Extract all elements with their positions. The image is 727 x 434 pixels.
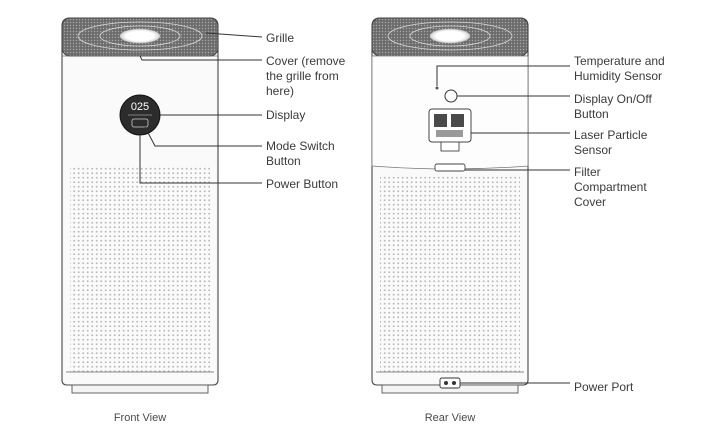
label-display-toggle-line2: Button — [574, 107, 609, 121]
label-display: Display — [266, 108, 305, 122]
rear-air-intake-dots — [380, 175, 520, 375]
front-view: 025 Grille Cover (remove the grille from… — [61, 17, 346, 424]
temp-humidity-sensor — [435, 86, 439, 90]
label-cover-line2: the grille from — [266, 69, 339, 83]
label-filter-cover-line2: Compartment — [574, 180, 647, 194]
rear-view: Temperature and Humidity Sensor Display … — [371, 17, 665, 424]
label-power-port: Power Port — [574, 380, 634, 394]
label-display-toggle-line1: Display On/Off — [574, 92, 652, 106]
label-mode-switch-line2: Button — [266, 154, 301, 168]
mode-switch-indicator — [131, 118, 149, 128]
caption-front-view: Front View — [114, 412, 166, 424]
power-port — [439, 377, 461, 389]
front-air-intake-dots — [70, 165, 210, 375]
rear-grille — [371, 17, 529, 57]
label-laser-sensor-line1: Laser Particle — [574, 128, 648, 142]
label-mode-switch-line1: Mode Switch — [266, 139, 335, 153]
label-filter-cover-line3: Cover — [574, 195, 606, 209]
label-cover-line1: Cover (remove — [266, 54, 346, 68]
front-grille — [61, 17, 219, 57]
label-laser-sensor-line2: Sensor — [574, 143, 612, 157]
front-display: 025 — [119, 94, 161, 136]
label-temp-sensor-line1: Temperature and — [574, 54, 665, 68]
label-temp-sensor-line2: Humidity Sensor — [574, 69, 662, 83]
label-filter-cover-line1: Filter — [574, 165, 601, 179]
laser-particle-sensor — [428, 108, 472, 152]
caption-rear-view: Rear View — [425, 412, 476, 424]
filter-compartment-latch — [434, 163, 466, 172]
label-power-button: Power Button — [266, 177, 338, 191]
label-grille: Grille — [266, 31, 294, 45]
front-base — [71, 384, 209, 394]
display-value: 025 — [131, 101, 149, 113]
label-cover-line3: here) — [266, 84, 294, 98]
display-toggle-button — [444, 89, 458, 103]
